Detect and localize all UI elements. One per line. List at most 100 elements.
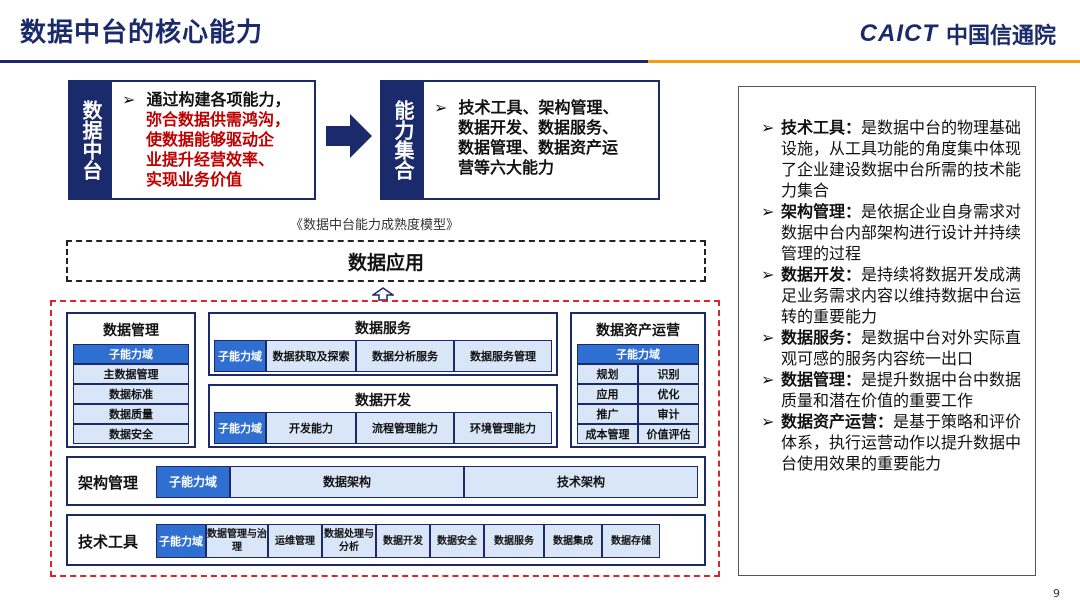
list-item: ➢数据资产运营：是基于策略和评价体系，执行运营动作以提升数据中台使用效果的重要能…: [761, 411, 1027, 474]
zhongtai-line-1: ➢ 通过构建各项能力，: [122, 90, 312, 110]
capability-tag-text: 能力集合: [391, 100, 415, 180]
item-key: 数据开发：: [781, 265, 862, 284]
bullet-icon: ➢: [761, 202, 775, 221]
item-text: 是数据中台对外实际直观可感的服务内容统一出口: [781, 328, 1022, 368]
list-item: 数据服务管理: [454, 340, 552, 372]
data-asset-ops-grid: 子能力域 规划 识别 应用 优化 推广 审计 成本管理 价值评估: [577, 344, 699, 444]
right-arrow-icon: [326, 114, 372, 162]
list-item: 技术架构: [464, 466, 698, 498]
zhongtai-tag: 数据中台: [70, 82, 112, 198]
sub-domain-label: 子能力域: [577, 344, 699, 364]
architecture-management-row: 子能力域 数据架构 技术架构: [156, 466, 698, 498]
item-text: 是持续将数据开发成满足业务需求内容以维持数据中台运转的重要能力: [781, 265, 1022, 326]
list-item: 数据管理与治理: [206, 524, 268, 558]
list-item: 数据质量: [73, 404, 189, 424]
bullet-icon: ➢: [122, 90, 136, 109]
list-item: 数据安全: [430, 524, 484, 558]
header-divider: [0, 60, 1080, 63]
list-item: 环境管理能力: [454, 412, 552, 444]
list-item: 应用: [577, 384, 638, 404]
explanation-list: ➢ 技术工具：是数据中台的物理基础设施，从工具功能的角度集中体现了企业建设数据中台…: [761, 117, 1027, 474]
data-service-panel: 数据服务 子能力域 数据获取及探索 数据分析服务 数据服务管理: [208, 312, 558, 376]
data-development-title: 数据开发: [355, 393, 411, 409]
list-item: 审计: [638, 404, 699, 424]
zhongtai-tag-text: 数据中台: [79, 100, 103, 180]
capability-set-box: 能力集合 ➢ 技术工具、架构管理、 数据开发、数据服务、 数据管理、数据资产运 …: [380, 80, 660, 200]
list-item: 数据标准: [73, 384, 189, 404]
data-development-panel: 数据开发 子能力域 开发能力 流程管理能力 环境管理能力: [208, 384, 558, 448]
list-item: 成本管理: [577, 424, 638, 444]
list-item: 识别: [638, 364, 699, 384]
data-service-row: 子能力域 数据获取及探索 数据分析服务 数据服务管理: [214, 340, 552, 372]
zhongtai-desc: ➢ 通过构建各项能力， 弥合数据供需鸿沟， 使数据能够驱动企 业提升经营效率、 …: [122, 90, 312, 190]
list-item: 开发能力: [266, 412, 356, 444]
item-text: 是提升数据中台中数据质量和潜在价值的重要工作: [781, 370, 1022, 410]
architecture-management-title: 架构管理: [78, 474, 139, 492]
zhongtai-line-1-text: 通过构建各项能力，: [146, 90, 291, 109]
capability-model-container: [50, 300, 720, 577]
list-item: 主数据管理: [73, 364, 189, 384]
list-item: 数据集成: [544, 524, 602, 558]
list-item: 数据架构: [230, 466, 464, 498]
list-item: 数据分析服务: [356, 340, 454, 372]
sub-domain-label: 子能力域: [156, 466, 230, 498]
data-service-title: 数据服务: [355, 321, 411, 337]
list-item: 推广: [577, 404, 638, 424]
model-caption: 《数据中台能力成熟度模型》: [290, 218, 460, 233]
page-title: 数据中台的核心能力: [20, 18, 264, 48]
item-text: 是依据企业自身需求对数据中台内部架构进行设计并持续管理的过程: [781, 202, 1022, 263]
sub-domain-label: 子能力域: [156, 524, 206, 558]
technology-tools-row: 子能力域 数据管理与治理 运维管理 数据处理与分析 数据开发 数据安全 数据服务…: [156, 524, 702, 558]
data-asset-ops-panel: 数据资产运营 子能力域 规划 识别 应用 优化 推广 审计 成本管理 价值评估: [570, 312, 706, 448]
capability-desc: ➢ 技术工具、架构管理、 数据开发、数据服务、 数据管理、数据资产运 营等六大能…: [434, 98, 659, 178]
list-item: ➢ 架构管理：是依据企业自身需求对数据中台内部架构进行设计并持续管理的过程: [761, 201, 1027, 264]
capability-line-4: 营等六大能力: [458, 158, 555, 177]
bullet-icon: ➢: [761, 118, 775, 137]
list-item: ➢ 数据服务：是数据中台对外实际直观可感的服务内容统一出口: [761, 327, 1027, 369]
item-key: 数据管理：: [781, 370, 862, 389]
zhongtai-line-5: 实现业务价值: [146, 170, 243, 189]
zhongtai-line-2: 弥合数据供需鸿沟，: [146, 110, 291, 129]
item-key: 架构管理：: [781, 202, 862, 221]
item-text: 是数据中台的物理基础设施，从工具功能的角度集中体现了企业建设数据中台所需的技术能…: [781, 118, 1022, 200]
explanation-panel: ➢ 技术工具：是数据中台的物理基础设施，从工具功能的角度集中体现了企业建设数据中台…: [738, 86, 1036, 576]
item-key: 数据资产运营：: [781, 412, 894, 431]
bullet-icon: ➢: [434, 98, 448, 117]
data-development-row: 子能力域 开发能力 流程管理能力 环境管理能力: [214, 412, 552, 444]
zhongtai-line-3: 使数据能够驱动企: [146, 130, 275, 149]
list-item: 数据存储: [602, 524, 660, 558]
data-management-panel: 数据管理 子能力域 主数据管理 数据标准 数据质量 数据安全: [66, 312, 196, 448]
list-item: 流程管理能力: [356, 412, 454, 444]
data-application-box: 数据应用: [66, 240, 706, 282]
zhongtai-line-4: 业提升经营效率、: [146, 150, 275, 169]
data-management-title: 数据管理: [103, 323, 159, 339]
item-key: 技术工具：: [781, 118, 862, 137]
list-item: 数据开发: [376, 524, 430, 558]
data-asset-ops-title: 数据资产运营: [596, 323, 680, 339]
sub-domain-label: 子能力域: [73, 344, 189, 364]
capability-line-3: 数据管理、数据资产运: [458, 138, 619, 157]
bullet-icon: ➢: [761, 265, 775, 284]
logo: CAICT 中国信通院: [860, 18, 1056, 50]
list-item: 规划: [577, 364, 638, 384]
list-item: 数据获取及探索: [266, 340, 356, 372]
sub-domain-label: 子能力域: [214, 340, 266, 372]
list-item: 数据服务: [484, 524, 544, 558]
bullet-icon: ➢: [761, 328, 775, 347]
item-text: 是基于策略和评价体系，执行运营动作以提升数据中台使用效果的重要能力: [781, 412, 1022, 473]
capability-line-1: ➢ 技术工具、架构管理、: [434, 98, 659, 118]
logo-cn: 中国信通院: [945, 24, 1056, 49]
list-item: 数据处理与分析: [322, 524, 376, 558]
architecture-management-panel: 架构管理 子能力域 数据架构 技术架构: [66, 456, 706, 506]
logo-en: CAICT: [859, 20, 938, 47]
list-item: 运维管理: [268, 524, 322, 558]
item-key: 数据服务：: [781, 328, 862, 347]
data-management-list: 子能力域 主数据管理 数据标准 数据质量 数据安全: [73, 344, 189, 444]
capability-tag: 能力集合: [382, 82, 424, 198]
list-item: 数据安全: [73, 424, 189, 444]
list-item: ➢ 数据管理：是提升数据中台中数据质量和潜在价值的重要工作: [761, 369, 1027, 411]
list-item: 优化: [638, 384, 699, 404]
list-item: 价值评估: [638, 424, 699, 444]
bullet-icon: ➢: [761, 370, 775, 389]
list-item: ➢ 数据开发：是持续将数据开发成满足业务需求内容以维持数据中台运转的重要能力: [761, 264, 1027, 327]
